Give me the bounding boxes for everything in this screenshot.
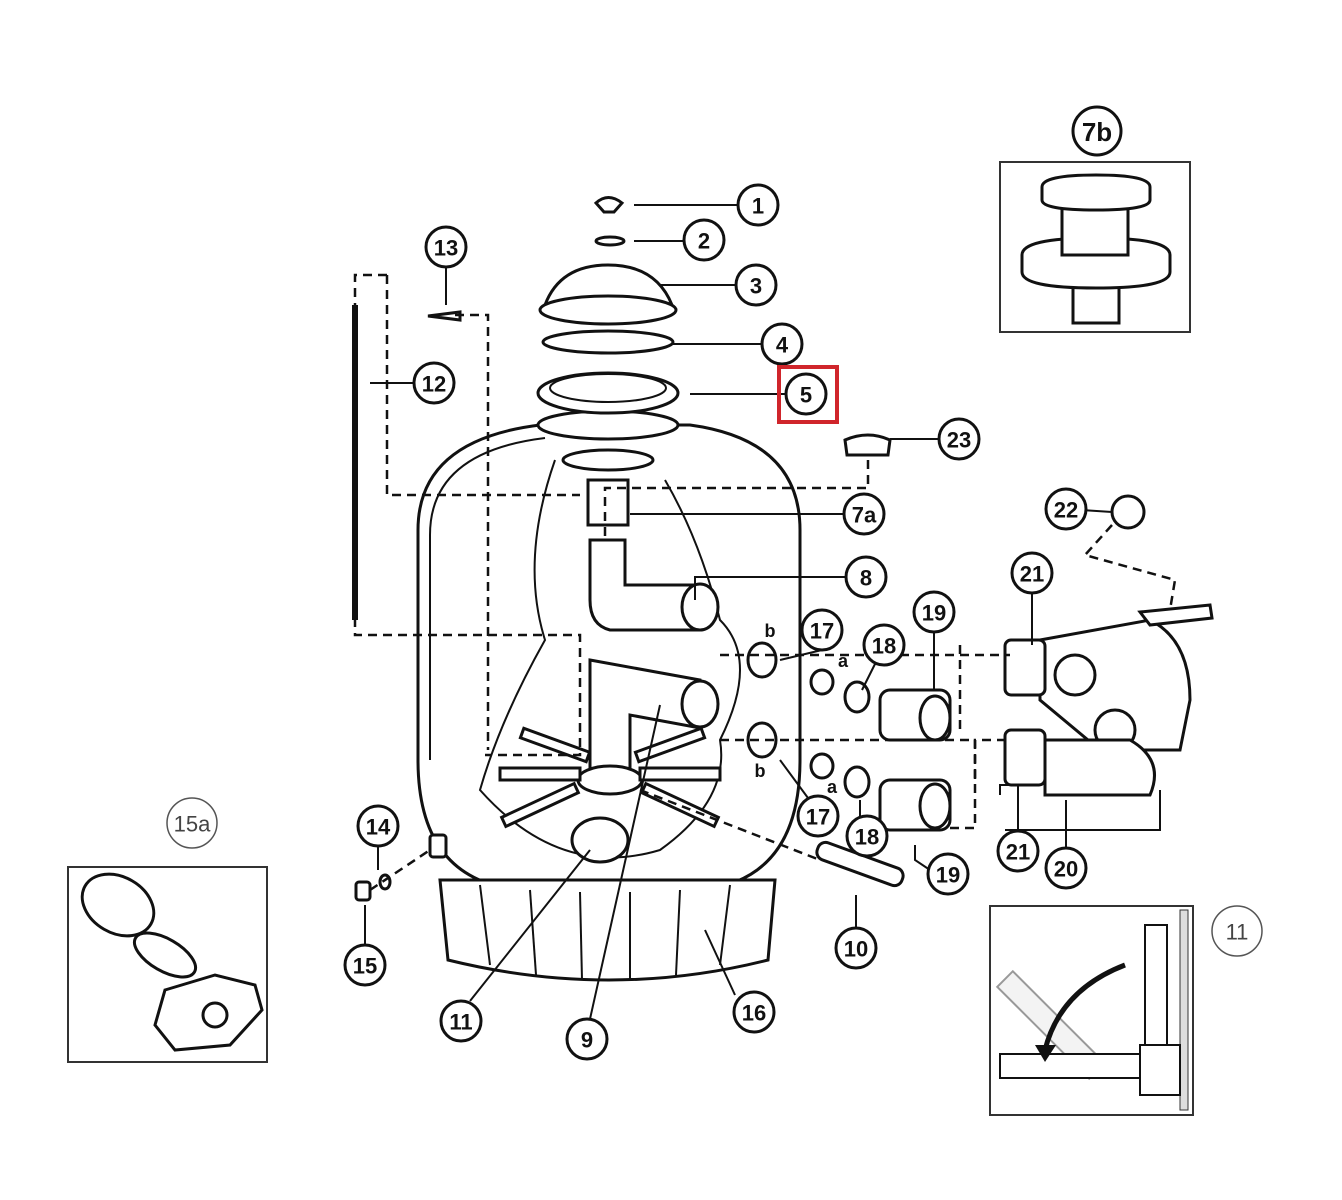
callout-7a[interactable]: 7a	[842, 492, 886, 536]
callout-19-bottom[interactable]: 19	[926, 852, 970, 896]
callout-label: 8	[860, 566, 872, 591]
leader-lines	[364, 204, 1161, 1020]
callout-label: 13	[434, 236, 458, 261]
callout-label: 9	[581, 1028, 593, 1053]
assembly-guides	[353, 273, 1177, 892]
callout-label: 12	[422, 372, 446, 397]
callout-3[interactable]: 3	[734, 263, 778, 307]
inset-label: 11	[1226, 920, 1249, 945]
callout-label: 7a	[852, 503, 877, 528]
callout-label: 1	[752, 194, 764, 219]
inset-15a: 15a	[67, 797, 268, 1063]
callout-label: 15	[353, 954, 377, 979]
callout-label: 18	[872, 634, 896, 659]
callout-2[interactable]: 2	[682, 218, 726, 262]
sub-label-a: a	[827, 777, 838, 797]
callout-label: 14	[366, 815, 391, 840]
callout-label: 21	[1006, 840, 1030, 865]
callout-20[interactable]: 20	[1044, 846, 1088, 890]
callout-5-highlighted[interactable]: 5	[777, 365, 839, 424]
callout-label: 19	[922, 601, 946, 626]
callout-17-bottom[interactable]: 17	[796, 794, 840, 838]
callout-label: 5	[800, 383, 812, 408]
callout-18-bottom[interactable]: 18	[845, 814, 889, 858]
sub-label-b: b	[765, 621, 776, 641]
callout-21-bottom[interactable]: 21	[996, 829, 1040, 873]
callout-16[interactable]: 16	[732, 990, 776, 1034]
inset-11: 11	[989, 905, 1263, 1116]
sub-label-a: a	[838, 651, 849, 671]
inset-label: 15a	[174, 812, 211, 837]
inset-7b: 7b	[999, 105, 1191, 333]
callout-17-top[interactable]: 17	[800, 608, 844, 652]
callout-label: 18	[855, 825, 879, 850]
top-parts	[352, 196, 905, 902]
callout-10[interactable]: 10	[834, 926, 878, 970]
callout-8[interactable]: 8	[844, 555, 888, 599]
callout-label: 17	[810, 619, 834, 644]
callout-label: 4	[776, 333, 789, 358]
callout-12[interactable]: 12	[412, 361, 456, 405]
inset-label: 7b	[1082, 117, 1112, 147]
callout-label: 11	[449, 1010, 472, 1035]
callout-label: 20	[1054, 857, 1078, 882]
fittings	[746, 494, 1214, 832]
callout-21-top[interactable]: 21	[1010, 551, 1054, 595]
callout-label: 19	[936, 863, 960, 888]
callout-1[interactable]: 1	[736, 183, 780, 227]
callout-label: 10	[844, 937, 868, 962]
callout-label: 23	[947, 428, 971, 453]
callout-19-top[interactable]: 19	[912, 590, 956, 634]
callout-23[interactable]: 23	[937, 417, 981, 461]
callout-15[interactable]: 15	[343, 943, 387, 987]
callout-13[interactable]: 13	[424, 225, 468, 269]
callout-9[interactable]: 9	[565, 1017, 609, 1061]
sub-label-b: b	[755, 761, 766, 781]
callout-label: 22	[1054, 498, 1078, 523]
callout-11[interactable]: 11	[439, 999, 483, 1043]
callouts: 1 2 3 4 5 23 7a 8 17 18 19 21 22 13 12 1…	[343, 183, 1088, 1061]
callout-18-top[interactable]: 18	[862, 623, 906, 667]
callout-22[interactable]: 22	[1044, 487, 1088, 531]
filter-tank	[416, 409, 802, 982]
callout-label: 17	[806, 805, 830, 830]
callout-label: 2	[698, 229, 710, 254]
callout-label: 21	[1020, 562, 1044, 587]
callout-4[interactable]: 4	[760, 322, 804, 366]
highlight-box	[777, 365, 839, 424]
callout-label: 16	[742, 1001, 766, 1026]
callout-14[interactable]: 14	[356, 804, 400, 848]
callout-label: 3	[750, 274, 762, 299]
